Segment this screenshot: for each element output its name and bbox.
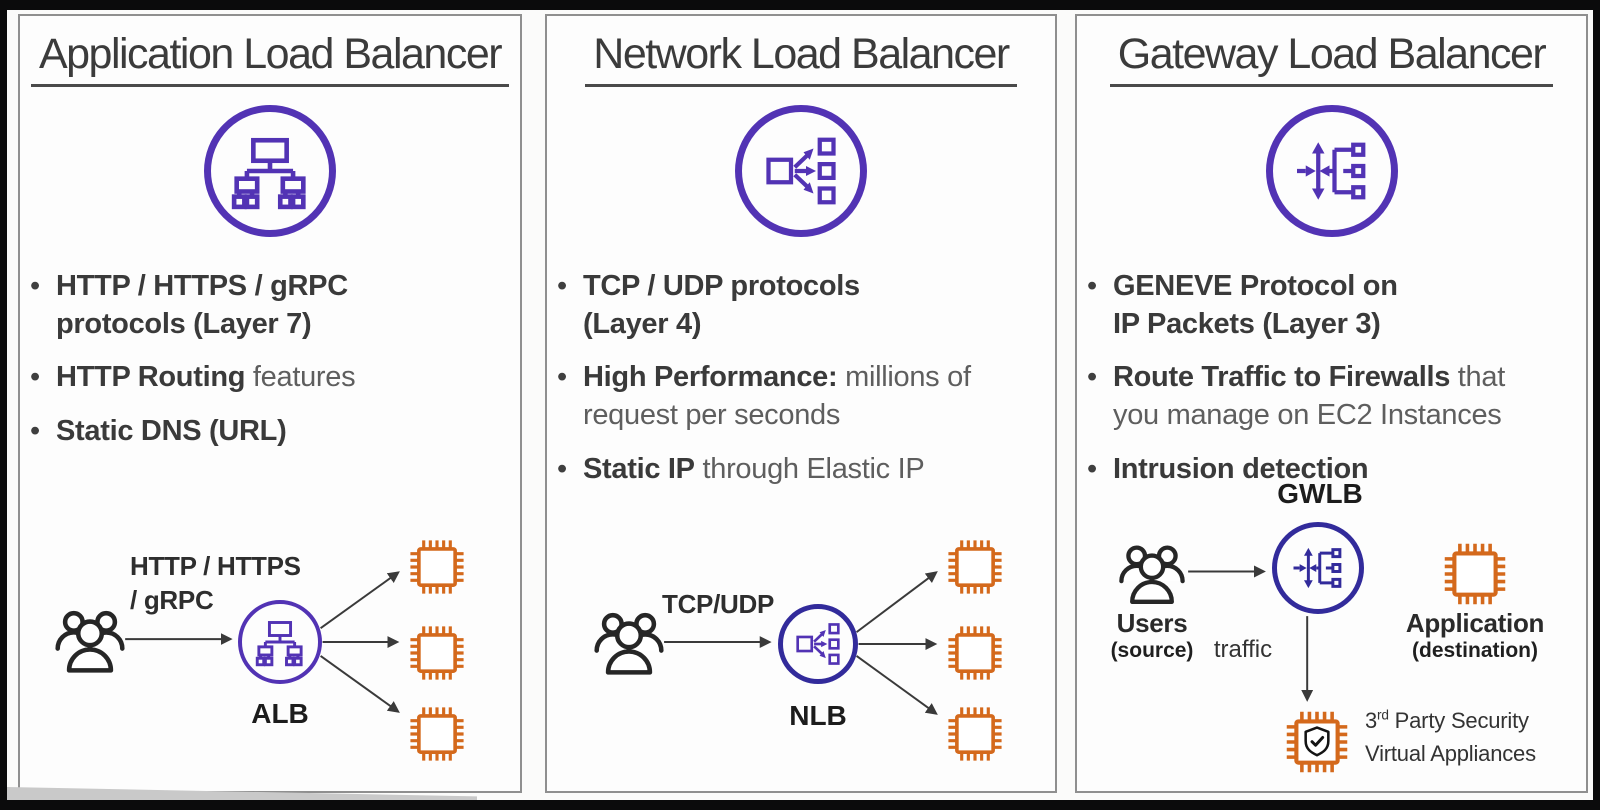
alb-node-icon <box>238 600 322 684</box>
flow-label-line1: TCP/UDP <box>661 589 775 619</box>
bullet-dot: • <box>1087 361 1098 394</box>
alb-card: Application Load Balancer • HTTP / HTTPS … <box>18 14 522 793</box>
page-title-nlb: Network Load Balancer <box>585 30 1017 87</box>
nlb-fanout-icon <box>735 105 867 237</box>
gwlb-diagram: GWLB Users (source) traffic 3rd Party Se… <box>1077 476 1586 794</box>
bullet-dot: • <box>557 361 568 394</box>
bullet-item: • Static DNS (URL) <box>30 413 516 451</box>
alb-title-wrap: Application Load Balancer <box>20 30 520 87</box>
bullet-item: • HTTP Routing features <box>30 359 516 397</box>
ec2-instance-chip-icon <box>408 705 466 768</box>
alb-node-label: ALB <box>251 698 309 729</box>
nlb-node-icon <box>778 604 858 684</box>
bullet-text: Static IP through Elastic IP <box>583 452 925 485</box>
bullet-dot: • <box>1087 270 1098 302</box>
bullet-item: • Static IP through Elastic IP <box>557 451 1051 489</box>
slide-canvas: Application Load Balancer • HTTP / HTTPS … <box>7 10 1593 800</box>
bullet-text: Intrusion detection <box>1113 452 1369 485</box>
alb-diagram-arrows <box>125 571 400 713</box>
users-label: Users <box>1116 608 1188 638</box>
flow-protocol-label: HTTP / HTTPS / gRPC <box>130 550 301 618</box>
appliance-label-rest: Party Security <box>1388 708 1529 733</box>
gwlb-card: Gateway Load Balancer • GENEVE Protocol o… <box>1075 14 1588 793</box>
bullet-text: TCP / UDP protocols(Layer 4) <box>583 270 860 340</box>
nlb-card: Network Load Balancer • TCP / UDP protoco… <box>545 14 1057 793</box>
flow-arrows <box>1188 565 1314 702</box>
gwlb-title-wrap: Gateway Load Balancer <box>1077 30 1586 87</box>
alb-network-tree-icon <box>204 105 336 237</box>
gwlb-node-icon <box>1272 522 1364 614</box>
nlb-node-label: NLB <box>789 700 847 731</box>
ec2-instance-chip-icon <box>946 538 1004 601</box>
bullet-dot: • <box>30 270 41 302</box>
gwlb-node-label: GWLB <box>1277 478 1363 509</box>
ec2-instance-chip-icon <box>408 538 466 601</box>
nlb-bullet-list: • TCP / UDP protocols(Layer 4) • High Perfo… <box>557 268 1051 504</box>
page-title-alb: Application Load Balancer <box>30 30 510 87</box>
bullet-text: Static DNS (URL) <box>56 415 287 448</box>
shield-check-icon <box>1300 724 1334 763</box>
flow-label-line2: / gRPC <box>130 584 214 615</box>
bullet-dot: • <box>30 415 41 448</box>
appliance-label: 3rd Party Security Virtual Appliances <box>1365 704 1536 770</box>
bullet-item: • Intrusion detection <box>1087 451 1582 489</box>
users-icon <box>1116 541 1188 610</box>
flow-arrows <box>664 571 938 715</box>
flow-label-line1: HTTP / HTTPS <box>130 551 301 581</box>
flow-arrows <box>125 571 400 713</box>
gwlb-gateway-icon <box>1265 105 1398 237</box>
application-chip-icon <box>1442 541 1508 612</box>
ec2-instance-chip-icon <box>946 624 1004 687</box>
bullet-dot: • <box>557 270 568 302</box>
alb-diagram: HTTP / HTTPS / gRPC ALB <box>20 502 520 794</box>
bullet-dot: • <box>1087 452 1098 485</box>
traffic-label: traffic <box>1213 636 1273 663</box>
ec2-instance-chip-icon <box>408 624 466 687</box>
appliance-label-sup: rd <box>1377 707 1389 723</box>
bullet-item: • TCP / UDP protocols(Layer 4) <box>557 268 1051 343</box>
gwlb-diagram-arrows <box>1188 565 1314 702</box>
application-label: Application <box>1405 608 1545 638</box>
appliance-label-line2: Virtual Appliances <box>1365 741 1536 766</box>
nlb-diagram: TCP/UDP NLB <box>547 502 1055 794</box>
bullet-dot: • <box>557 452 568 485</box>
nlb-title-wrap: Network Load Balancer <box>547 30 1055 87</box>
bullet-dot: • <box>30 361 41 394</box>
users-source-label: (source) <box>1110 639 1194 662</box>
nlb-diagram-arrows <box>664 571 938 715</box>
appliance-label-pre: 3 <box>1365 708 1378 733</box>
bullet-text: HTTP Routing features <box>56 361 356 394</box>
application-destination-label: (destination) <box>1412 639 1538 662</box>
users-icon <box>52 606 128 679</box>
ec2-instance-chip-icon <box>946 705 1004 768</box>
flow-protocol-label: TCP/UDP <box>648 588 788 622</box>
security-appliance-chip-icon <box>1284 709 1350 780</box>
page-title-gwlb: Gateway Load Balancer <box>1109 30 1554 87</box>
